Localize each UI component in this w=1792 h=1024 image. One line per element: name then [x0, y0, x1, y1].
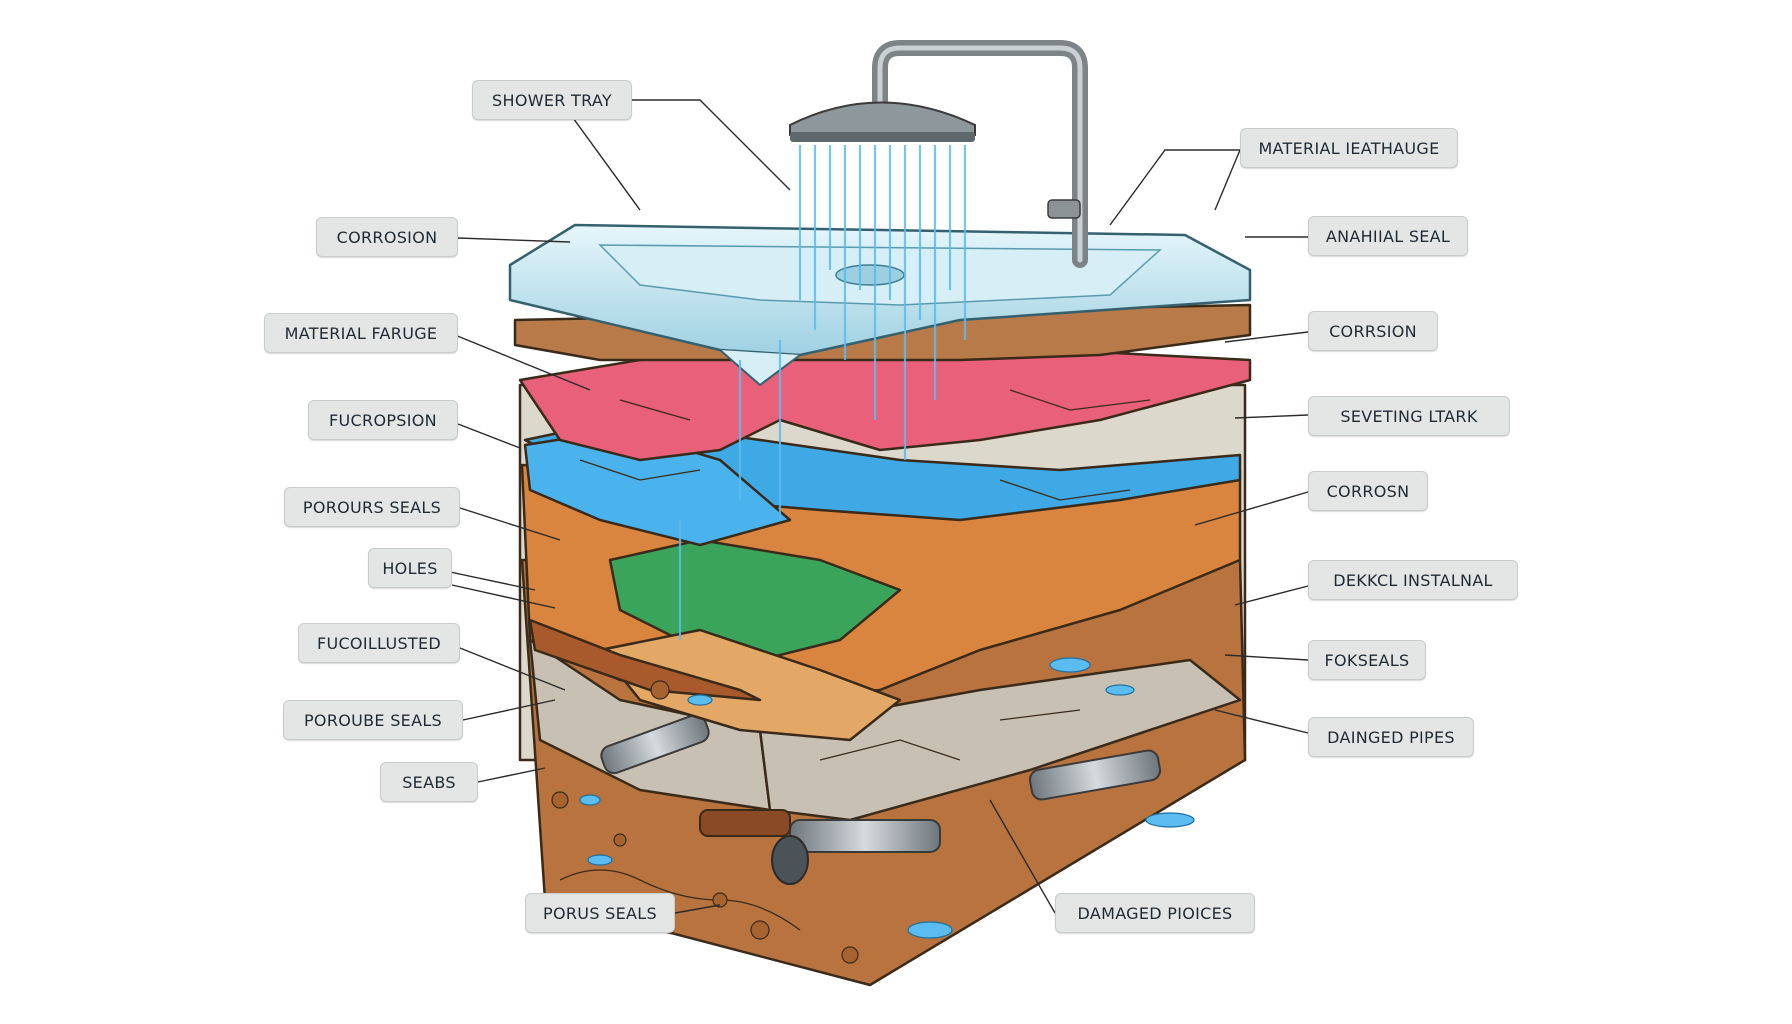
shower-head-face	[790, 132, 975, 142]
blue-layer-cracks	[579, 459, 1131, 501]
label-anahiial-seal: ANAHIIAL SEAL	[1308, 216, 1468, 256]
label-fokseals: FOKSEALS	[1308, 640, 1426, 680]
label-corrsion: CORRSION	[1308, 311, 1438, 351]
label-porours-seals: POROURS SEALS	[284, 487, 460, 527]
label-shower-tray: SHOWER TRAY	[472, 80, 632, 120]
rubble-debris	[551, 680, 859, 964]
pipe-segment-1	[600, 713, 710, 775]
pipe-opening	[771, 835, 809, 885]
pipe-segment-3	[1028, 749, 1162, 801]
sand-slab-front	[598, 628, 902, 742]
shower-head	[789, 101, 976, 136]
label-damaged-pioices: DAMAGED PIOICES	[1055, 893, 1255, 933]
label-holes: HOLES	[368, 548, 452, 588]
label-corrosion-left: CORROSION	[316, 217, 458, 257]
green-layer	[608, 538, 902, 662]
pink-layer-cracks	[619, 389, 1151, 421]
drain	[835, 264, 905, 286]
label-seabs: SEABS	[380, 762, 478, 802]
pipe-segment-2	[789, 819, 941, 853]
shower-arm-pipe-highlight	[877, 45, 1083, 263]
soil-texture	[559, 869, 801, 931]
label-dainged-pipes: DAINGED PIPES	[1308, 717, 1474, 757]
shower-fixture	[789, 40, 1088, 268]
label-material-faruge: MATERIAL FARUGE	[264, 313, 458, 353]
label-fucoillusted: FUCOILLUSTED	[298, 623, 460, 663]
label-corrosn: CORROSN	[1308, 471, 1428, 511]
rusty-pipe	[699, 809, 791, 837]
faucet-valve	[1047, 199, 1081, 219]
concrete-crack-1	[819, 709, 1081, 761]
label-dekkcl-instalnal: DEKKCL INSTALNAL	[1308, 560, 1518, 600]
water-puddles	[579, 657, 1195, 939]
label-fucropsion: FUCROPSION	[308, 400, 458, 440]
damaged-pipes	[600, 713, 1162, 885]
label-material-ieathauge: MATERIAL IEATHAUGE	[1240, 128, 1458, 168]
brown-rim-layer	[528, 618, 762, 702]
label-porus-seals: PORUS SEALS	[525, 893, 675, 933]
label-seveting-ltark: SEVETING LTARK	[1308, 396, 1510, 436]
label-poroube-seals: POROUBE SEALS	[283, 700, 463, 740]
shower-arm-pipe	[872, 40, 1088, 268]
water-streams	[678, 145, 967, 640]
